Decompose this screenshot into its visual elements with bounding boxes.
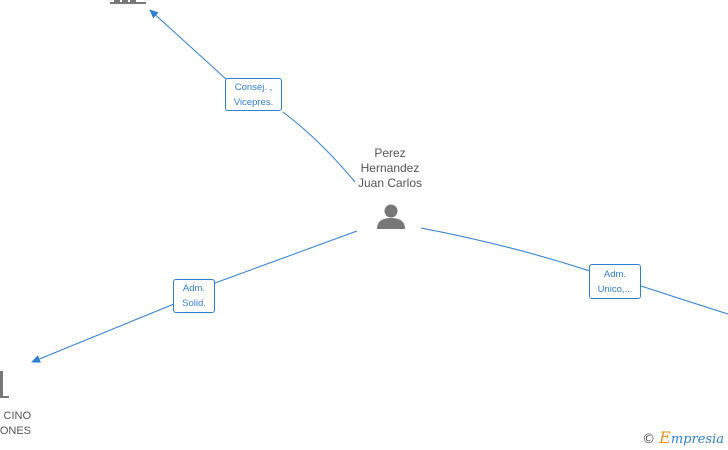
- person-icon[interactable]: [377, 204, 405, 230]
- edge-right: [420, 227, 591, 272]
- edge-label-left-line-1: Adm.: [182, 283, 206, 294]
- person-name-line-1: Perez: [374, 146, 406, 160]
- building-icon[interactable]: [110, 0, 146, 4]
- edge-right-segment: [640, 285, 728, 315]
- edge-label-left-line-2: Solid.: [182, 298, 206, 309]
- copyright-symbol: ©: [642, 432, 656, 447]
- edge-label-left[interactable]: Adm. Solid.: [173, 279, 215, 313]
- building-icon[interactable]: [0, 371, 9, 398]
- brand-initial: E: [659, 428, 671, 447]
- edge-top-arrow-segment: [149, 9, 227, 80]
- edge-label-top-line-2: Vicepres.: [233, 96, 274, 108]
- empresia-watermark: ©Empresia: [642, 428, 724, 447]
- edge-top: [282, 111, 356, 183]
- person-name[interactable]: Perez Hernandez Juan Carlos: [338, 146, 442, 191]
- edge-label-right[interactable]: Adm. Unico,...: [589, 264, 641, 299]
- edge-label-right-line-1: Adm.: [603, 268, 627, 280]
- edge-label-top-line-1: Consej. ,: [234, 81, 273, 93]
- brand-rest: mpresia: [670, 432, 724, 447]
- company-name[interactable]: CINO IONES: [0, 409, 31, 439]
- person-name-line-2: Hernandez: [360, 161, 420, 175]
- edge-left: [214, 230, 358, 284]
- edge-label-top[interactable]: Consej. , Vicepres.: [225, 78, 282, 111]
- person-name-line-3: Juan Carlos: [357, 176, 423, 190]
- edge-label-right-line-2: Unico,...: [597, 283, 633, 295]
- edge-left-arrow-segment: [31, 303, 175, 363]
- company-name-line-2: IONES: [0, 425, 31, 437]
- company-name-line-1: CINO: [3, 410, 32, 422]
